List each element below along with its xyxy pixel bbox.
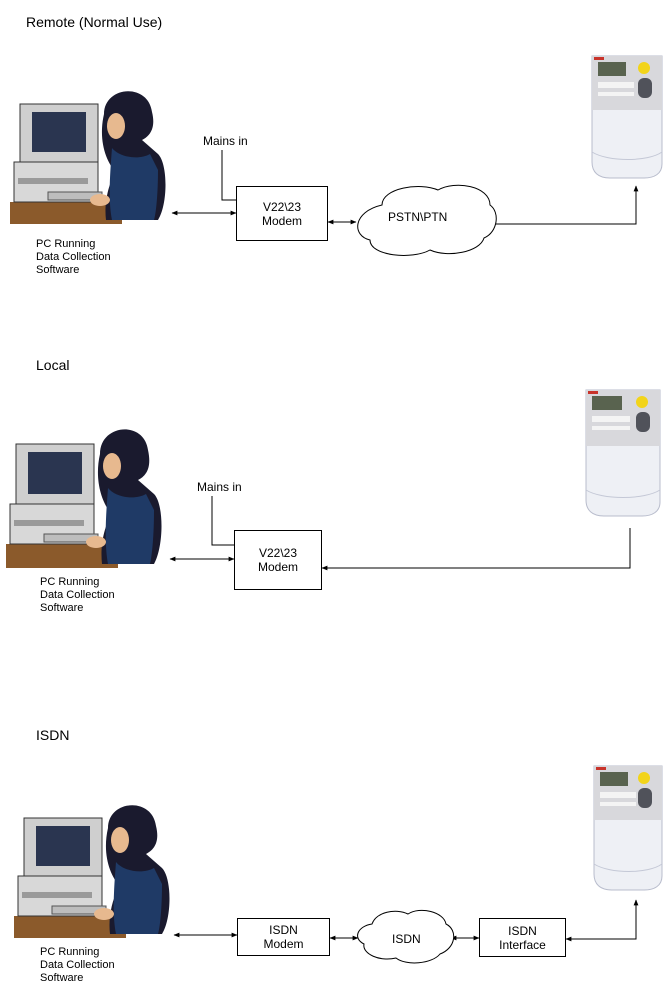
pc-operator-illustration-remote — [10, 91, 166, 224]
pstn-cloud-label: PSTN\PTN — [388, 210, 448, 224]
pc-operator-illustration-isdn — [14, 805, 170, 938]
pc-caption-remote: PC Running Data Collection Software — [36, 238, 111, 276]
section-title-isdn: ISDN — [36, 727, 70, 743]
mains-in-label-remote: Mains in — [203, 134, 248, 148]
electricity-meter-isdn — [593, 765, 663, 891]
pstn-meter-link — [490, 185, 639, 225]
pstn-cloud-shape — [357, 184, 497, 256]
isdn-interface-box: ISDN Interface — [479, 918, 566, 957]
mains-in-label-local: Mains in — [197, 480, 242, 494]
v22-modem-box-remote: V22\23 Modem — [236, 186, 328, 241]
isdn-modem-box: ISDN Modem — [237, 918, 330, 956]
pc-caption-isdn: PC Running Data Collection Software — [40, 946, 115, 984]
mains-line-local — [211, 496, 234, 546]
section-title-local: Local — [36, 357, 70, 373]
pc-operator-illustration-local — [6, 429, 162, 568]
section-title-remote: Remote (Normal Use) — [26, 14, 163, 30]
electricity-meter-local — [585, 389, 661, 517]
isdn-cloud-shape — [357, 909, 455, 964]
pc-caption-local: PC Running Data Collection Software — [40, 576, 115, 614]
electricity-meter-remote — [591, 55, 663, 179]
isdn-interface-meter-link — [565, 899, 639, 942]
v22-modem-box-local: V22\23 Modem — [234, 530, 322, 590]
modem-meter-link-local — [321, 528, 631, 571]
isdn-cloud-label: ISDN — [392, 932, 421, 946]
